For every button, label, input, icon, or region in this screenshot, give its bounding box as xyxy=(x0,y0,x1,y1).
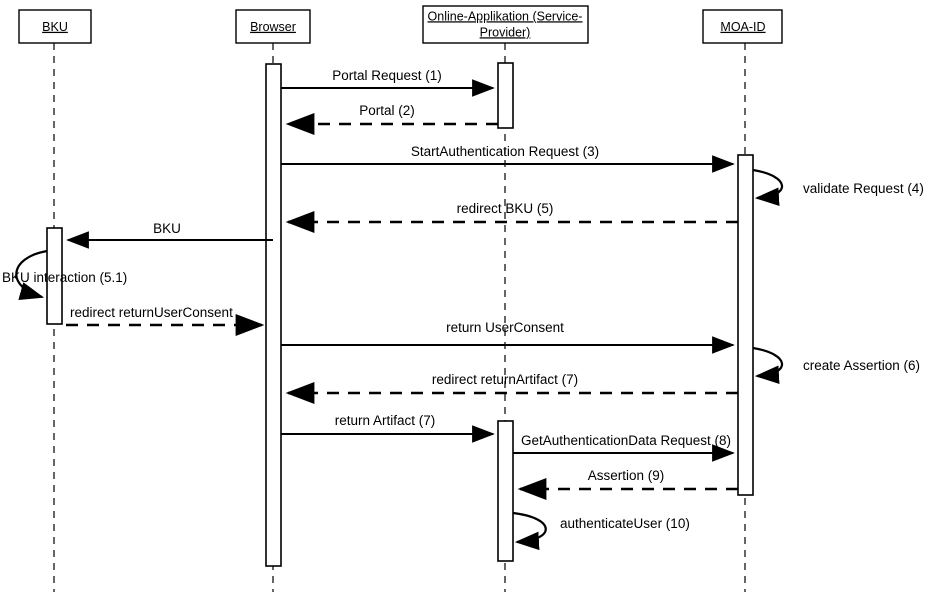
participant-box-online-applikation[interactable] xyxy=(422,5,589,44)
message-label-redirect-bku: redirect BKU (5) xyxy=(457,201,554,216)
message-return-artifact: return Artifact (7) xyxy=(281,413,495,443)
activation-bar-moa-id xyxy=(737,154,754,496)
message-startauthentication-request: StartAuthentication Request (3) xyxy=(281,144,735,173)
message-portal: Portal (2) xyxy=(285,103,498,136)
message-label-getauthenticationdata-request: GetAuthenticationData Request (8) xyxy=(521,433,731,448)
message-label-validate-request: validate Request (4) xyxy=(803,181,924,196)
message-label-bku-interaction: BKU interaction (5.1) xyxy=(2,270,127,285)
message-bku-interaction: BKU interaction (5.1) xyxy=(2,249,127,300)
message-label-redirect-returnartifact: redirect returnArtifact (7) xyxy=(432,372,578,387)
message-arrow-authenticateuser xyxy=(512,511,547,551)
message-arrow-create-assertion xyxy=(752,346,784,384)
message-redirect-returnartifact: redirect returnArtifact (7) xyxy=(285,372,738,405)
message-label-return-artifact: return Artifact (7) xyxy=(335,413,436,428)
message-getauthenticationdata-request: GetAuthenticationData Request (8) xyxy=(513,433,735,462)
message-assertion: Assertion (9) xyxy=(517,468,738,501)
message-label-startauthentication-request: StartAuthentication Request (3) xyxy=(411,144,599,159)
message-authenticateuser: authenticateUser (10) xyxy=(512,511,690,551)
participant-label-browser: Browser xyxy=(250,20,296,34)
message-redirect-returnuserconsent: redirect returnUserConsent xyxy=(66,305,265,337)
participant-box-browser[interactable] xyxy=(235,9,311,44)
message-validate-request: validate Request (4) xyxy=(752,168,924,206)
message-redirect-bku: redirect BKU (5) xyxy=(285,201,738,234)
participant-box-bku[interactable] xyxy=(18,9,92,44)
message-label-return-userconsent: return UserConsent xyxy=(446,320,564,335)
message-label-portal: Portal (2) xyxy=(359,103,415,118)
message-arrow-bku-interaction xyxy=(15,249,48,300)
message-return-userconsent: return UserConsent xyxy=(281,320,735,354)
message-label-redirect-returnuserconsent: redirect returnUserConsent xyxy=(70,305,233,320)
activation-bar-browser xyxy=(265,63,282,567)
message-label-create-assertion: create Assertion (6) xyxy=(803,358,920,373)
activation-bar-online-applikation-1 xyxy=(497,62,514,129)
message-arrow-validate-request xyxy=(752,168,784,206)
message-create-assertion: create Assertion (6) xyxy=(752,346,920,384)
activation-bar-online-applikation-2 xyxy=(497,420,514,562)
participant-label-moa-id: MOA-ID xyxy=(720,20,765,34)
message-portal-request: Portal Request (1) xyxy=(281,68,495,97)
participant-label-bku: BKU xyxy=(42,20,68,34)
activation-bar-bku xyxy=(46,227,63,325)
message-label-authenticateuser: authenticateUser (10) xyxy=(560,516,690,531)
participant-box-moa-id[interactable] xyxy=(702,9,783,44)
message-label-assertion: Assertion (9) xyxy=(588,468,665,483)
activation-bars xyxy=(46,62,754,567)
message-label-portal-request: Portal Request (1) xyxy=(332,68,442,83)
participant-label-online-applikation-line1: Online-Applikation (Service- xyxy=(428,9,583,23)
message-label-bku: BKU xyxy=(153,221,181,236)
participant-headers: BKU Browser Online-Applikation (Service-… xyxy=(18,5,783,44)
message-bku: BKU xyxy=(66,221,273,249)
participant-label-online-applikation-line2: Provider) xyxy=(480,25,531,39)
